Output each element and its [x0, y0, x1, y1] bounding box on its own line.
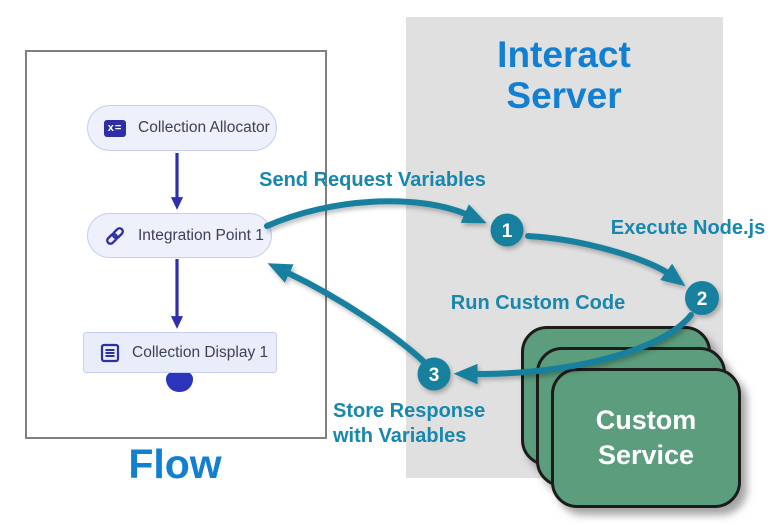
label-store-response-with-variables: Store Response with Variables	[333, 400, 486, 447]
node-label: Collection Display 1	[132, 343, 269, 361]
node-collection-allocator: x= Collection Allocator	[87, 105, 277, 151]
list-icon	[100, 343, 120, 362]
custom-service-label: Custom Service	[595, 404, 697, 470]
label-execute-nodejs: Execute Node.js	[610, 217, 766, 239]
formula-icon: x=	[104, 119, 126, 137]
node-collection-display: Collection Display 1	[83, 332, 277, 373]
node-integration-point: Integration Point 1	[87, 213, 272, 258]
link-icon	[106, 226, 124, 245]
label-send-request-variables: Send Request Variables	[259, 169, 486, 191]
custom-service-stack: Custom Service	[521, 326, 743, 508]
node-label: Collection Allocator	[138, 119, 270, 136]
flow-end-node	[166, 372, 193, 392]
flow-title: Flow	[128, 441, 222, 487]
label-run-custom-code: Run Custom Code	[450, 292, 626, 314]
node-label: Integration Point 1	[138, 226, 264, 244]
interact-server-title: Interact Server	[497, 34, 631, 117]
custom-service-card-front: Custom Service	[551, 368, 741, 508]
